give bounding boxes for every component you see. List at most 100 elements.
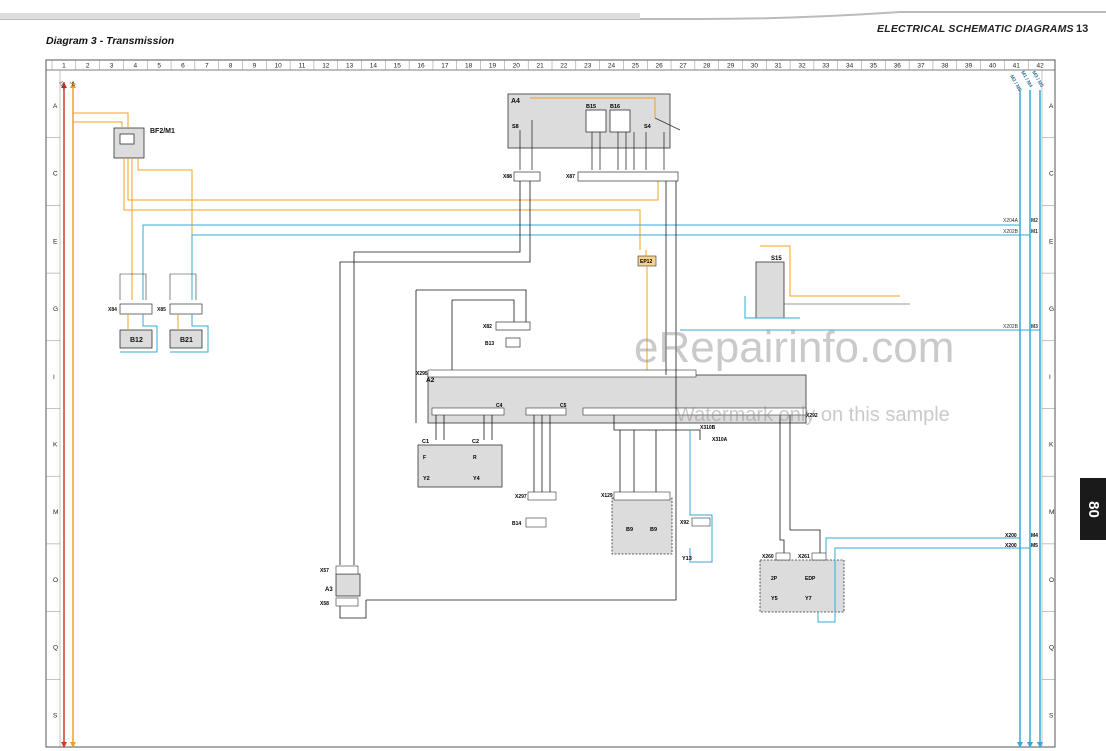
net-label-x202b-2: X202B bbox=[1003, 324, 1019, 330]
column-label: 29 bbox=[727, 63, 735, 70]
net-label-m2: M2 bbox=[1031, 218, 1038, 224]
switch-s15-label: S15 bbox=[771, 256, 782, 262]
row-label: E bbox=[53, 238, 58, 245]
wire-bf2-feed-2 bbox=[73, 121, 123, 128]
rail-orange-arrow-top bbox=[70, 82, 76, 88]
row-label: A bbox=[1049, 103, 1054, 110]
row-label: Q bbox=[1049, 645, 1054, 652]
column-label: 5 bbox=[157, 63, 161, 70]
valve-block-y5-y7 bbox=[759, 559, 845, 613]
column-label: 35 bbox=[870, 63, 878, 70]
wire-a3-return bbox=[339, 600, 367, 619]
switch-b15 bbox=[585, 109, 607, 133]
sensor-b13 bbox=[505, 337, 521, 348]
wire-x200-m4 bbox=[825, 537, 1020, 553]
connector-x297 bbox=[527, 491, 557, 501]
sensor-b13-label: B13 bbox=[485, 341, 494, 347]
wire-b21-ground bbox=[169, 273, 197, 300]
wire-y13-blue bbox=[689, 430, 713, 563]
column-label: 3 bbox=[110, 63, 114, 70]
row-label: M bbox=[1049, 509, 1054, 516]
component-ep12-label: EP12 bbox=[640, 259, 652, 265]
connector-c2-label: C2 bbox=[472, 439, 479, 445]
rail-orange-arrow bbox=[70, 742, 76, 748]
row-label: K bbox=[1049, 442, 1054, 449]
wire-a4-s8 bbox=[519, 120, 533, 170]
watermark-logo: eRepairinfo.com bbox=[634, 323, 954, 372]
connector-x129 bbox=[613, 491, 671, 501]
connector-x129-label: X129 bbox=[601, 493, 613, 499]
bf2-m1-label: BF2/M1 bbox=[150, 128, 175, 135]
wire-b21-2 bbox=[170, 314, 209, 353]
rail-label-b: 30 bbox=[68, 80, 76, 88]
net-label-m4: M4 bbox=[1031, 533, 1038, 539]
switch-a4-label: A4 bbox=[511, 98, 520, 105]
row-label: A bbox=[53, 103, 58, 110]
switch-s8-label: S8 bbox=[512, 124, 519, 130]
column-label: 30 bbox=[751, 63, 759, 70]
rail-red-arrow bbox=[61, 742, 67, 748]
valve-y5-label: Y5 bbox=[771, 596, 778, 602]
row-label: G bbox=[53, 306, 58, 313]
rail-blue-2-arrow bbox=[1027, 742, 1033, 748]
row-label: K bbox=[53, 442, 58, 449]
connector-x84 bbox=[119, 303, 153, 315]
wire-a4-lever bbox=[654, 117, 681, 131]
column-label: 12 bbox=[322, 63, 330, 70]
column-label: 24 bbox=[608, 63, 616, 70]
column-label: 40 bbox=[989, 63, 997, 70]
net-label-m1: M1 bbox=[1031, 229, 1038, 235]
module-a3-box bbox=[335, 573, 361, 597]
wire-bf2-feed-1 bbox=[73, 112, 129, 128]
header-swoosh bbox=[0, 11, 1106, 20]
connector-c4-label: C4 bbox=[496, 403, 503, 409]
column-label: 16 bbox=[417, 63, 425, 70]
valve-y2-label: Y2 bbox=[423, 476, 430, 482]
column-label: 28 bbox=[703, 63, 711, 70]
net-label-m5: M5 bbox=[1031, 543, 1038, 549]
connector-x85-label: X85 bbox=[157, 307, 166, 313]
rail-label-right-1: M2 / M6 bbox=[1008, 74, 1022, 93]
connector-x82-label: X82 bbox=[483, 324, 492, 330]
column-label: 19 bbox=[489, 63, 497, 70]
column-label: 33 bbox=[822, 63, 830, 70]
sensor-b21-label: B21 bbox=[180, 337, 193, 344]
column-label: 38 bbox=[941, 63, 949, 70]
column-label: 4 bbox=[134, 63, 138, 70]
net-label-x202b: X202B bbox=[1003, 229, 1019, 235]
connector-x92-label: X92 bbox=[680, 520, 689, 526]
rail-red-arrow-top bbox=[61, 82, 67, 88]
row-label: S bbox=[1049, 712, 1054, 719]
connector-x58-label: X58 bbox=[320, 601, 329, 607]
switch-b16 bbox=[609, 109, 631, 133]
section-tab-label: 80 bbox=[1084, 500, 1102, 518]
wire-c4-valves bbox=[435, 415, 493, 440]
bf2-m1-coil bbox=[119, 133, 135, 145]
row-label: E bbox=[1049, 238, 1054, 245]
switch-s15-box bbox=[755, 261, 785, 319]
switch-s4-label: S4 bbox=[644, 124, 652, 130]
row-label: C bbox=[1049, 171, 1054, 178]
column-label: 23 bbox=[584, 63, 592, 70]
column-label: 42 bbox=[1036, 63, 1044, 70]
wire-ep12 bbox=[645, 250, 648, 375]
connector-x58 bbox=[335, 597, 359, 607]
row-label: C bbox=[53, 171, 58, 178]
connector-x292 bbox=[582, 407, 807, 416]
connector-x261-label: X261 bbox=[798, 554, 810, 560]
column-label: 21 bbox=[536, 63, 544, 70]
column-label: 36 bbox=[894, 63, 902, 70]
valve-y4-letter: R bbox=[473, 455, 477, 461]
column-label: 34 bbox=[846, 63, 854, 70]
connector-x295 bbox=[427, 369, 697, 378]
row-label: O bbox=[53, 577, 58, 584]
connector-x310a-label: X310A bbox=[712, 437, 728, 443]
net-label-x204a: X204A bbox=[1003, 218, 1019, 224]
row-label: S bbox=[53, 712, 58, 719]
column-label: 13 bbox=[346, 63, 354, 70]
wire-s15-blue bbox=[744, 296, 800, 319]
wire-x200-m5 bbox=[817, 547, 1030, 623]
connector-x295-label: X295 bbox=[416, 371, 428, 377]
